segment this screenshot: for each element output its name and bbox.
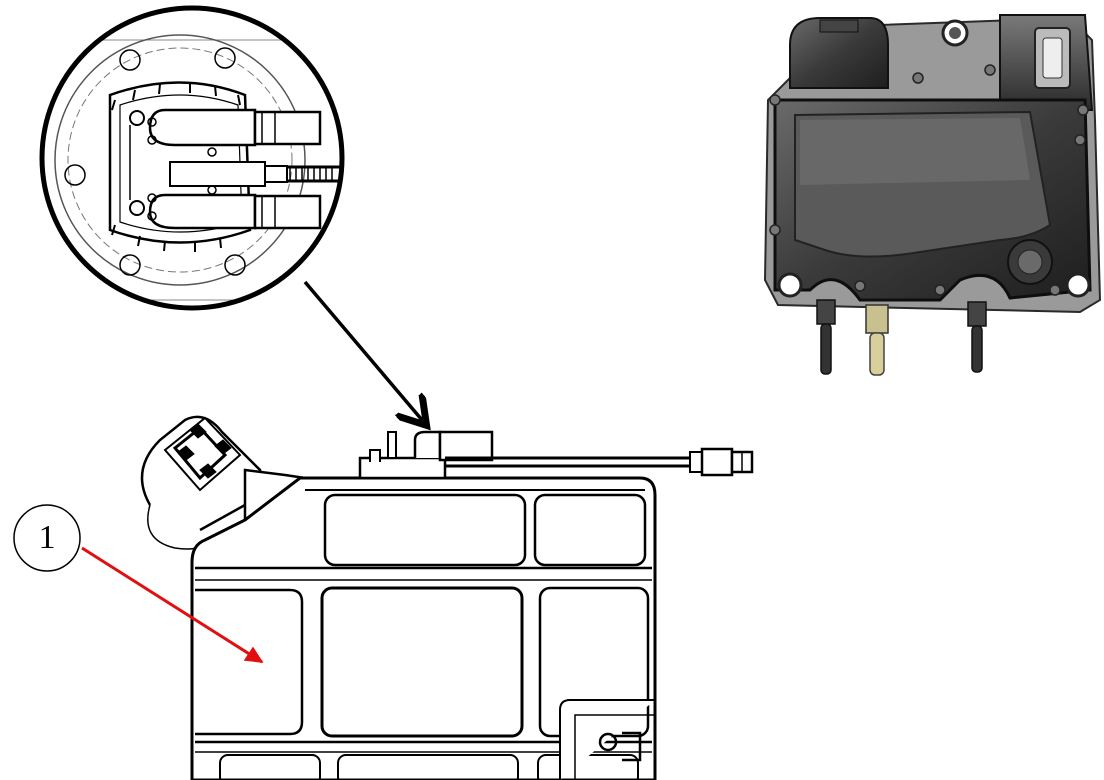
filler-cap xyxy=(140,415,264,550)
zoom-circle-border xyxy=(39,5,345,311)
bolt-hole xyxy=(119,49,141,71)
callout-1 xyxy=(13,504,264,664)
pump-module-render xyxy=(763,14,1102,376)
fluid-tank xyxy=(140,415,754,780)
zoomed-pump-detail xyxy=(39,5,345,311)
bolt-hole xyxy=(224,254,246,276)
bolt-hole xyxy=(64,164,86,186)
callout-circle xyxy=(13,504,81,572)
bolt-hole xyxy=(214,47,236,69)
bolt-hole xyxy=(119,254,141,276)
zoom-pointer-arrow xyxy=(303,280,422,420)
callout-leader-arrow xyxy=(81,546,263,664)
callout-arrow-head xyxy=(243,646,264,663)
